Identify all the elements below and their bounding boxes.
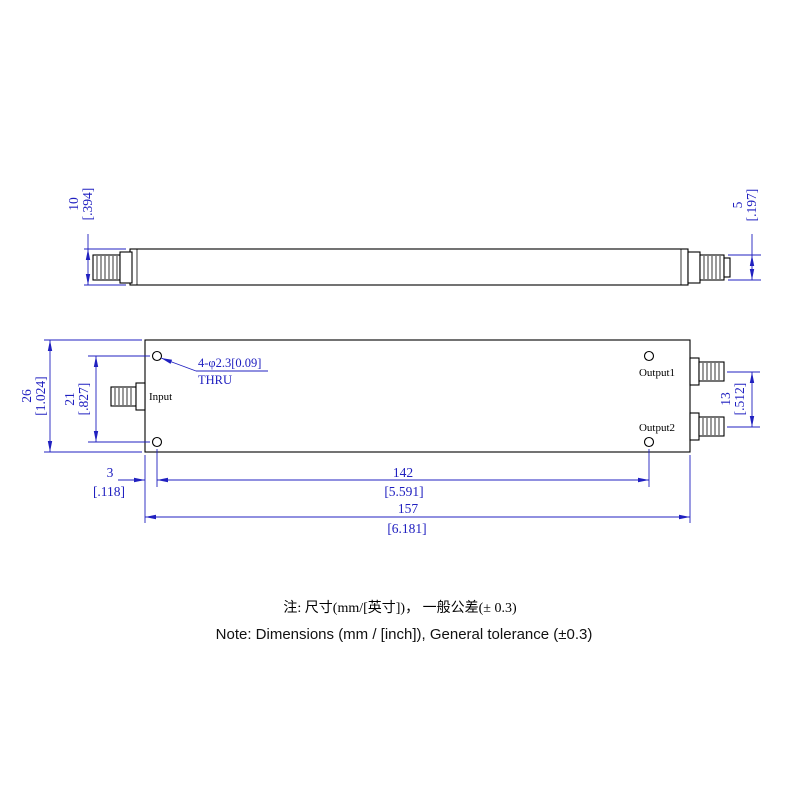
dim-mm-value: 3	[107, 465, 114, 480]
output2-connector	[689, 412, 725, 441]
dim-inch-value: [.118]	[93, 484, 125, 499]
plan-view-body	[144, 339, 691, 453]
dim-text-group: 26 [1.024]	[19, 376, 48, 415]
connector-thread-body	[698, 361, 725, 382]
dim-plan-body-width: 26 [1.024]	[19, 339, 142, 453]
dim-inch-value: [5.591]	[384, 484, 423, 499]
dim-text-group: 13 [.512]	[718, 383, 747, 416]
leader-line	[160, 357, 197, 372]
input-connector	[110, 382, 146, 411]
side-view-right-connector	[687, 251, 731, 284]
side-view	[92, 248, 731, 286]
mounting-hole-bottom-left	[151, 436, 163, 448]
dim-mm-value: 5	[730, 201, 745, 208]
connector-flange	[135, 382, 146, 411]
dim-inch-value: [.827]	[76, 383, 91, 416]
hole-callout: 4-φ2.3[0.09] THRU	[160, 356, 268, 387]
connector-nut	[119, 251, 133, 284]
dim-text-group: 21 [.827]	[62, 383, 91, 416]
dim-output-spacing: 13 [.512]	[718, 371, 760, 428]
thread-lines	[96, 256, 118, 279]
dim-mm-value: 157	[398, 501, 419, 516]
thread-lines	[114, 388, 132, 405]
connector-thread-body	[698, 416, 725, 437]
dim-hole-edge-offset: 3 [.118]	[93, 465, 145, 499]
connector-tip	[723, 257, 731, 278]
dim-inch-value: [.197]	[744, 189, 759, 222]
thread-lines	[703, 256, 721, 279]
dim-mm-value: 10	[66, 197, 81, 211]
side-view-body	[129, 248, 689, 286]
connector-flange	[689, 412, 700, 441]
note-chinese: 注: 尺寸(mm/[英寸])， 一般公差(± 0.3)	[283, 599, 517, 616]
mounting-hole-bottom-right	[643, 436, 655, 448]
dim-text-group: 5 [.197]	[730, 189, 759, 222]
plan-view: Input Output1 Output2	[110, 339, 725, 453]
note-english: Note: Dimensions (mm / [inch]), General …	[216, 626, 593, 643]
hole-callout-thru: THRU	[198, 373, 232, 387]
mounting-hole-top-left	[151, 350, 163, 362]
dim-inch-value: [.512]	[732, 383, 747, 416]
dim-side-connector-height: 5 [.197]	[728, 189, 761, 281]
dim-hole-pitch: 142 [5.591]	[157, 465, 649, 499]
output1-port-label: Output1	[639, 367, 675, 379]
dim-mm-value: 142	[393, 465, 413, 480]
connector-flange	[689, 357, 700, 386]
thread-lines	[702, 418, 720, 435]
dim-inch-value: [6.181]	[387, 521, 426, 536]
output2-port-label: Output2	[639, 422, 675, 434]
dim-mm-value: 13	[718, 392, 733, 406]
output1-connector	[689, 357, 725, 386]
dim-hole-row-span: 21 [.827]	[62, 355, 150, 443]
dim-inch-value: [.394]	[80, 188, 95, 221]
input-port-label: Input	[149, 391, 172, 403]
connector-nut	[687, 251, 701, 284]
dim-overall-length: 157 [6.181]	[145, 501, 690, 536]
dim-side-body-height: 10 [.394]	[66, 188, 126, 286]
dim-mm-value: 21	[62, 392, 77, 406]
dim-mm-value: 26	[19, 389, 34, 403]
side-view-left-connector	[92, 251, 133, 284]
thread-lines	[702, 363, 720, 380]
dim-text-group: 10 [.394]	[66, 188, 95, 221]
hole-callout-text: 4-φ2.3[0.09]	[198, 356, 261, 370]
mounting-hole-top-right	[643, 350, 655, 362]
dim-inch-value: [1.024]	[33, 376, 48, 415]
